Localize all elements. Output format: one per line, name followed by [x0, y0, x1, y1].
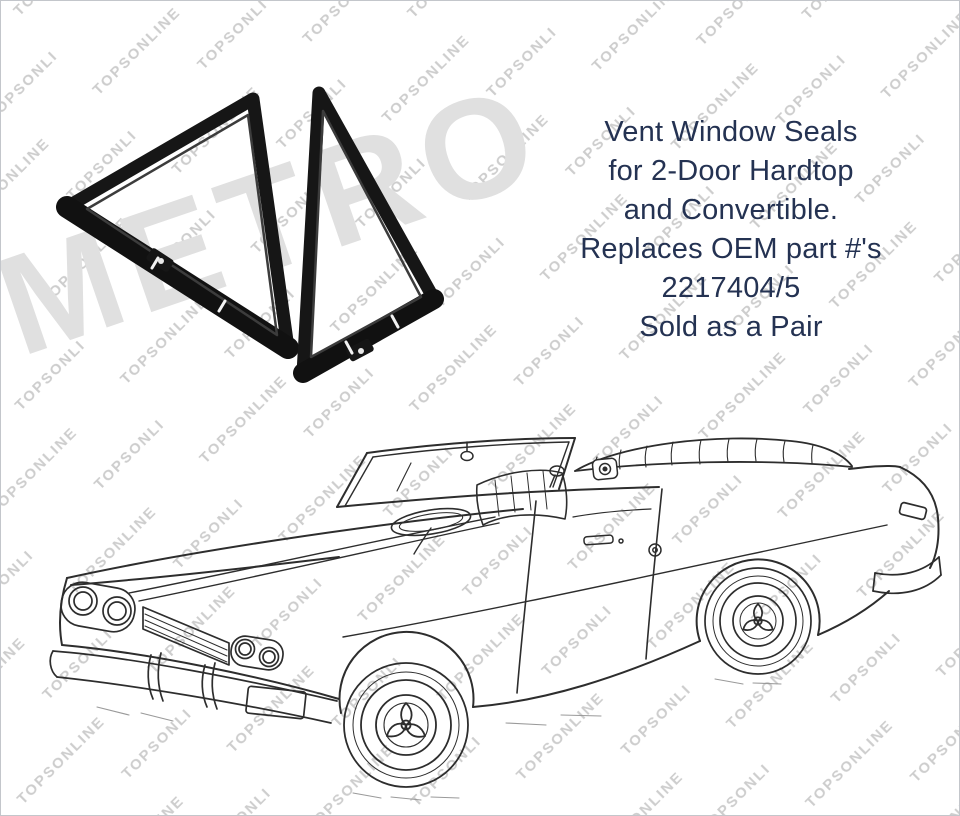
product-description: Vent Window Seals for 2-Door Hardtop and… — [553, 113, 909, 347]
rear-wheel — [704, 567, 812, 675]
door-handle — [583, 534, 614, 546]
ground-shadow — [96, 678, 782, 801]
steering-wheel — [390, 507, 472, 555]
license-plate — [245, 685, 307, 720]
headlights — [60, 581, 284, 671]
description-line: for 2-Door Hardtop — [608, 155, 854, 187]
fender-emblem — [648, 543, 662, 557]
front-end — [49, 581, 338, 724]
left-vent-seal — [56, 92, 299, 359]
description-line: Sold as a Pair — [639, 311, 823, 343]
front-wheel — [343, 662, 469, 788]
rear-bumper — [872, 556, 942, 595]
door-details — [549, 465, 662, 557]
folded-convertible-top — [574, 437, 853, 481]
right-vent-seal — [293, 86, 444, 383]
windshield — [336, 437, 576, 508]
description-line: Replaces OEM part #'s — [580, 233, 882, 265]
front-bumper — [49, 650, 338, 724]
car-body — [58, 464, 940, 714]
interior — [390, 469, 652, 555]
front-seat — [475, 469, 568, 526]
part-number: 2217404/5 — [661, 272, 801, 304]
car-illustration — [49, 437, 942, 801]
vent-seals-illustration — [56, 86, 444, 383]
grille — [142, 606, 230, 666]
rearview-mirror — [460, 441, 474, 462]
description-line: Vent Window Seals — [604, 116, 858, 148]
rear-end — [872, 501, 942, 595]
taillight — [898, 501, 928, 521]
side-mirror — [549, 465, 565, 488]
description-line: and Convertible. — [623, 194, 839, 226]
top-latch-detail — [591, 457, 619, 481]
